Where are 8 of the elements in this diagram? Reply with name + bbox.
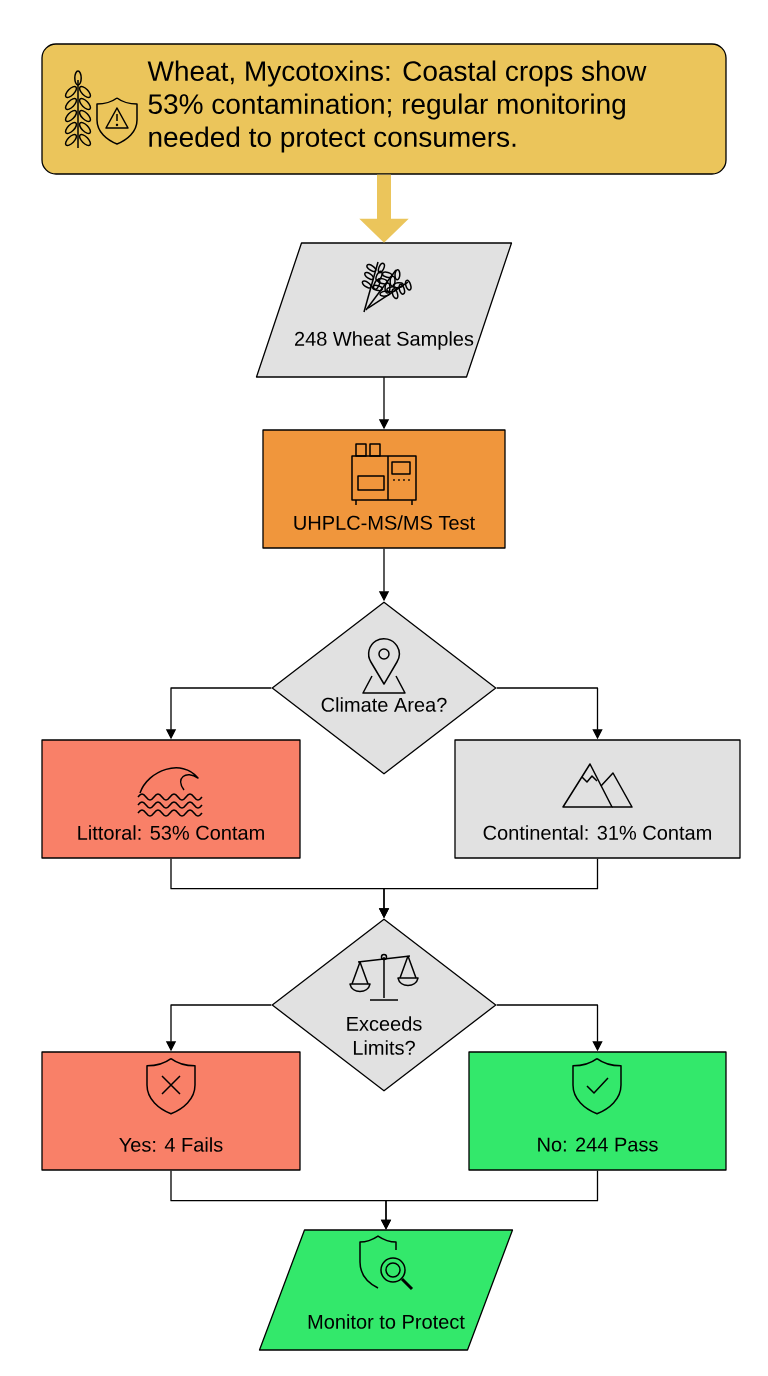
output-parallelogram: Monitor to Protect bbox=[258, 1229, 514, 1351]
process-box: UHPLC-MS/MS Test bbox=[262, 429, 506, 549]
result-box: Littoral: 53% Contam bbox=[41, 739, 301, 859]
result-box: Yes: 4 Fails bbox=[41, 1051, 301, 1171]
result-box: No: 244 Pass bbox=[468, 1051, 727, 1171]
banner-box: Wheat, Mycotoxins: Coastal crops show 53% contamination; regular monitoring needed to protect consumers. bbox=[41, 43, 727, 175]
input-parallelogram: 248 Wheat Samples bbox=[255, 242, 513, 378]
result-box: Continental: 31% Contam bbox=[454, 739, 741, 859]
